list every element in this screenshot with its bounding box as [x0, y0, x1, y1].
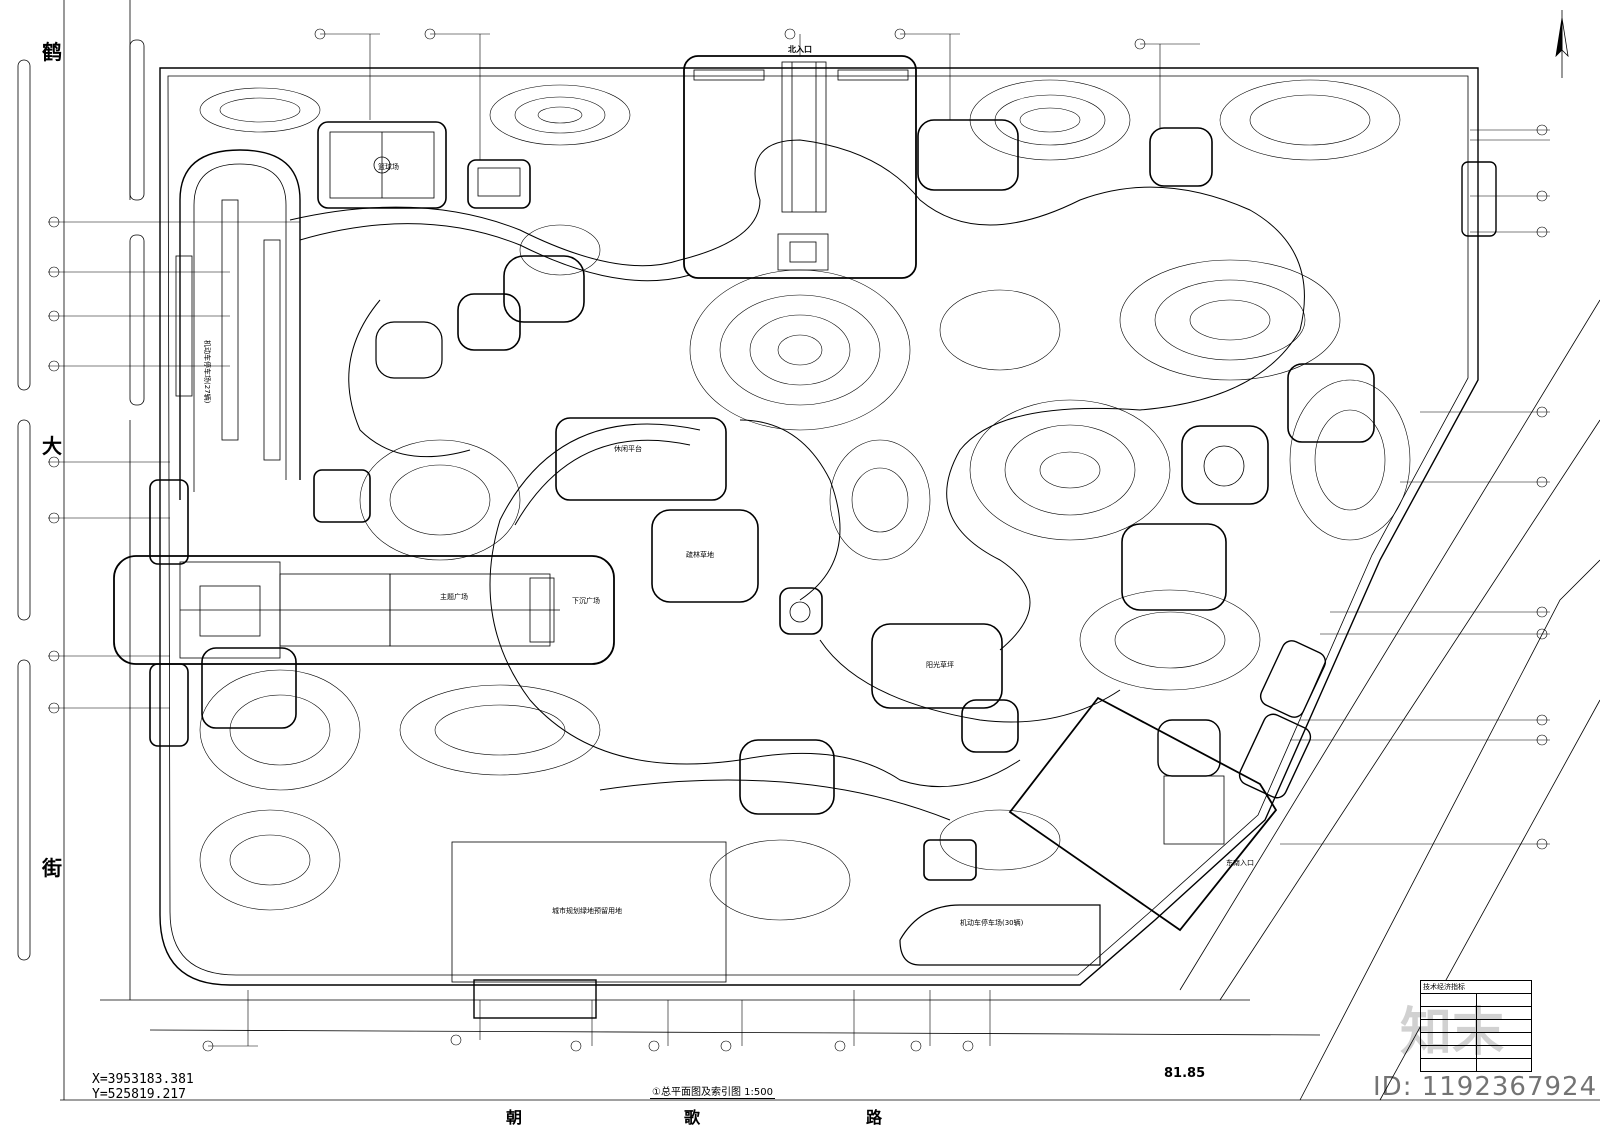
street-south-char-3: 路 [866, 1108, 883, 1127]
technical-index-table: 技术经济指标 [1420, 980, 1532, 1072]
north-entrance-plaza [683, 55, 917, 279]
winding-paths [289, 139, 1305, 821]
north-arrow-icon [1555, 10, 1569, 78]
lower-plaza-label: 下沉广场 [572, 597, 600, 605]
west-axis-plaza [113, 555, 615, 665]
watermark-id: ID: 1192367924 [1373, 1072, 1598, 1102]
coordinate-readout: X=3953183.381 Y=525819.217 [92, 1072, 194, 1102]
street-west-char-1: 鹤 [42, 40, 62, 64]
southeast-entrance-label: 东南入口 [1226, 859, 1254, 867]
west-street-lines [17, 0, 145, 1100]
feature-lawns [149, 161, 1497, 1019]
west-parking [175, 149, 301, 500]
inner-boundary [167, 75, 1469, 976]
index-leaders [1280, 124, 1550, 850]
south-road-lines [60, 299, 1600, 1101]
index-leaders-left [48, 216, 300, 714]
street-west-char-3: 街 [42, 856, 62, 880]
street-west-char-2: 大 [42, 434, 62, 458]
pavilions [313, 119, 1375, 881]
coordinate-x: X=3953183.381 [92, 1072, 194, 1087]
reserved-land-label: 城市规划绿地预留用地 [552, 907, 622, 915]
southeast-entrance [1008, 696, 1278, 932]
west-parking-label: 机动车停车场(27辆) [203, 340, 211, 404]
index-leaders-top [314, 28, 1200, 160]
landing-label: 休闲平台 [614, 445, 642, 453]
lawn-2-label: 阳光草坪 [926, 661, 954, 669]
drawing-caption: ①总平面图及索引图 1:500 [650, 1083, 775, 1099]
basketball-court [317, 121, 447, 209]
elevation-value: 81.85 [1164, 1066, 1206, 1081]
index-leaders-bottom [202, 990, 991, 1052]
central-plaza-label: 主题广场 [440, 593, 468, 601]
coordinate-y: Y=525819.217 [92, 1087, 186, 1102]
street-south-char-2: 歌 [684, 1108, 701, 1127]
lawn-1-label: 疏林草地 [686, 551, 714, 559]
watermark-logo: 知末 [1400, 1003, 1505, 1063]
site-boundary [159, 67, 1479, 986]
south-parking-label: 机动车停车场(30辆) [960, 919, 1024, 927]
street-south-char-1: 朝 [506, 1108, 523, 1127]
contour-lines [199, 79, 1411, 921]
court-label: 篮球场 [378, 163, 399, 171]
north-entrance-label: 北入口 [788, 45, 812, 54]
